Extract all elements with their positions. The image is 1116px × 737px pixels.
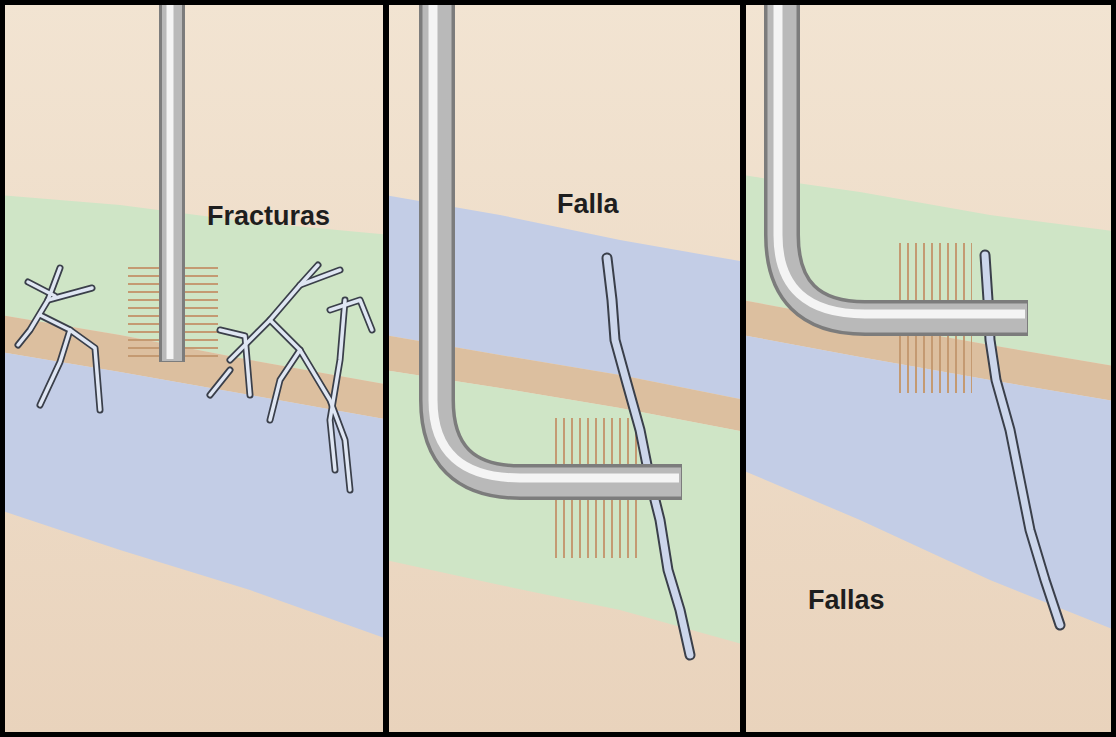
layer-label: Fallas <box>808 586 885 616</box>
horizontal-well <box>778 5 1028 318</box>
layer-label: Fracturas <box>207 202 330 232</box>
fault <box>607 258 690 655</box>
layer-label: Falla <box>557 190 619 220</box>
horizontal-well <box>433 5 682 482</box>
panel-faults <box>746 5 1111 732</box>
panel-fractures <box>5 5 383 732</box>
panel-frame <box>3 0 1114 737</box>
vertical-well <box>170 5 172 362</box>
fractures <box>18 265 372 490</box>
panel-fault <box>389 5 740 732</box>
